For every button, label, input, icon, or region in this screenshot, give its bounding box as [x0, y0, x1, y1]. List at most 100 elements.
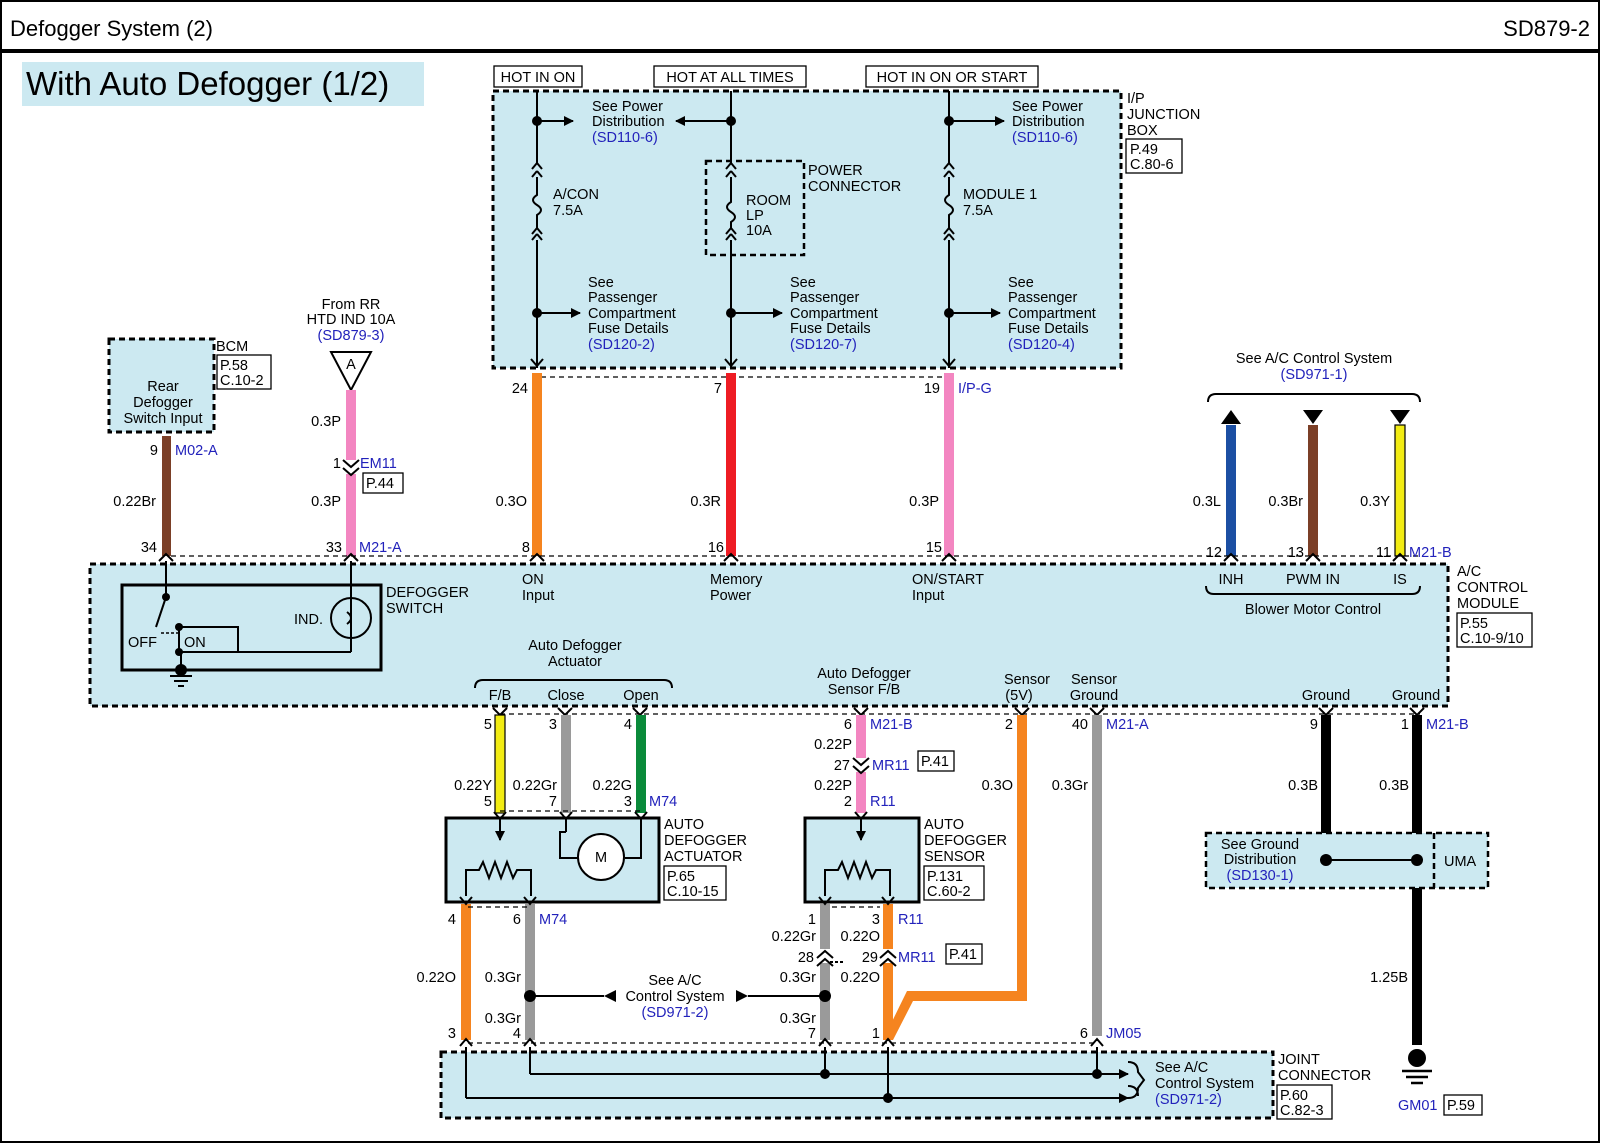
junction-labels: See Power Distribution (SD110-6) See Pow…	[553, 99, 1096, 353]
svg-text:Control System: Control System	[625, 989, 724, 1005]
wire-blue-inh	[1226, 425, 1236, 556]
svg-text:(SD110-6): (SD110-6)	[592, 130, 658, 146]
svg-text:0.22Br: 0.22Br	[113, 494, 156, 510]
svg-text:0.3P: 0.3P	[909, 494, 939, 510]
wire-orange-5v	[1017, 715, 1027, 1001]
svg-text:0.3Y: 0.3Y	[1360, 494, 1390, 510]
svg-text:Passenger: Passenger	[1008, 290, 1077, 306]
svg-text:Ground: Ground	[1070, 688, 1118, 704]
svg-text:See A/C Control System: See A/C Control System	[1236, 351, 1392, 367]
svg-text:0.3Gr: 0.3Gr	[780, 970, 816, 986]
svg-text:ROOM: ROOM	[746, 193, 791, 209]
svg-text:A/C: A/C	[1457, 564, 1481, 580]
svg-text:(SD879-3): (SD879-3)	[318, 328, 385, 344]
svg-text:IS: IS	[1393, 572, 1407, 588]
svg-text:27: 27	[834, 758, 850, 774]
wire-orange	[532, 373, 542, 556]
svg-text:3: 3	[448, 1026, 456, 1042]
svg-text:0.22G: 0.22G	[593, 778, 633, 794]
svg-text:P.55: P.55	[1460, 616, 1488, 632]
junction-name-1: I/P	[1127, 91, 1145, 107]
junction-name-2: JUNCTION	[1127, 107, 1200, 123]
svg-text:Compartment: Compartment	[790, 306, 878, 322]
svg-text:See A/C: See A/C	[1155, 1060, 1208, 1076]
svg-text:Fuse Details: Fuse Details	[790, 321, 871, 337]
svg-text:MR11: MR11	[898, 950, 936, 966]
svg-text:28: 28	[798, 950, 814, 966]
svg-text:DEFOGGER: DEFOGGER	[664, 833, 747, 849]
svg-text:Input: Input	[522, 588, 554, 604]
svg-text:4: 4	[513, 1026, 521, 1042]
svg-text:Sensor: Sensor	[1071, 672, 1117, 688]
svg-text:10A: 10A	[746, 223, 772, 239]
svg-text:Sensor F/B: Sensor F/B	[828, 682, 901, 698]
svg-text:Compartment: Compartment	[588, 306, 676, 322]
svg-text:ON/START: ON/START	[912, 572, 984, 588]
svg-text:P.131: P.131	[927, 869, 963, 885]
svg-text:MR11: MR11	[872, 758, 910, 774]
svg-text:3: 3	[872, 912, 880, 928]
page-code: SD879-2	[1503, 16, 1590, 41]
svg-text:R11: R11	[870, 794, 896, 810]
svg-text:13: 13	[1288, 545, 1304, 561]
svg-text:(5V): (5V)	[1005, 688, 1032, 704]
svg-text:16: 16	[708, 540, 724, 556]
svg-text:Distribution: Distribution	[1012, 114, 1085, 130]
svg-text:0.3B: 0.3B	[1288, 778, 1318, 794]
svg-text:34: 34	[141, 540, 157, 556]
svg-text:0.3O: 0.3O	[496, 494, 527, 510]
svg-text:Passenger: Passenger	[790, 290, 859, 306]
svg-text:M02-A: M02-A	[175, 443, 218, 459]
svg-text:0.22P: 0.22P	[814, 778, 852, 794]
svg-text:M: M	[595, 850, 607, 866]
svg-text:M74: M74	[649, 794, 677, 810]
upper-wire-labels: 9 M02-A 0.22Br 0.3P 1 EM11 P.44 0.3P 24 …	[113, 381, 992, 510]
em11-chevron	[342, 459, 360, 477]
wire-orange-5v-bend	[883, 991, 1027, 1040]
wire-gray-act-out	[525, 904, 535, 1040]
svg-text:19: 19	[924, 381, 940, 397]
svg-text:5: 5	[484, 717, 492, 733]
svg-text:0.3P: 0.3P	[311, 414, 341, 430]
svg-text:2: 2	[844, 794, 852, 810]
svg-text:0.3O: 0.3O	[982, 778, 1013, 794]
svg-text:Ground: Ground	[1392, 688, 1440, 704]
svg-text:INH: INH	[1219, 572, 1244, 588]
svg-text:Defogger: Defogger	[133, 395, 193, 411]
svg-text:C.60-2: C.60-2	[927, 884, 971, 900]
motor-icon	[577, 833, 625, 881]
svg-text:Ground: Ground	[1302, 688, 1350, 704]
svg-text:See A/C: See A/C	[648, 973, 701, 989]
svg-text:CONNECTOR: CONNECTOR	[808, 179, 901, 195]
svg-text:Auto Defogger: Auto Defogger	[817, 666, 911, 682]
svg-text:P.59: P.59	[1447, 1098, 1475, 1114]
svg-text:M21-B: M21-B	[1426, 717, 1469, 733]
svg-text:9: 9	[1310, 717, 1318, 733]
svg-text:4: 4	[448, 912, 456, 928]
svg-text:9: 9	[150, 443, 158, 459]
svg-text:CONNECTOR: CONNECTOR	[1278, 1068, 1371, 1084]
svg-text:Sensor: Sensor	[1004, 672, 1050, 688]
svg-text:Blower Motor Control: Blower Motor Control	[1245, 602, 1381, 618]
arrow-down-pwm	[1303, 410, 1323, 424]
svg-text:C.10-15: C.10-15	[667, 884, 719, 900]
joint-see-ac: See A/C Control System (SD971-2)	[1155, 1060, 1254, 1108]
svg-text:(SD120-4): (SD120-4)	[1008, 337, 1075, 353]
wire-pink-sfb-a	[856, 715, 866, 758]
svg-text:8: 8	[522, 540, 530, 556]
svg-text:CONTROL: CONTROL	[1457, 580, 1528, 596]
wire-black-ground-1	[1321, 715, 1331, 857]
junction-ref-2: C.80-6	[1130, 157, 1174, 173]
svg-text:M21-B: M21-B	[1409, 545, 1452, 561]
svg-text:0.3Gr: 0.3Gr	[485, 1011, 521, 1027]
svg-text:See: See	[1008, 275, 1034, 291]
svg-text:Input: Input	[912, 588, 944, 604]
svg-text:ON: ON	[522, 572, 544, 588]
power-connector-box	[704, 159, 806, 257]
wire-gray-close	[561, 715, 571, 813]
upper-wires	[162, 373, 1406, 557]
svg-text:See Power: See Power	[592, 99, 663, 115]
svg-text:5: 5	[484, 794, 492, 810]
svg-text:SENSOR: SENSOR	[924, 849, 985, 865]
